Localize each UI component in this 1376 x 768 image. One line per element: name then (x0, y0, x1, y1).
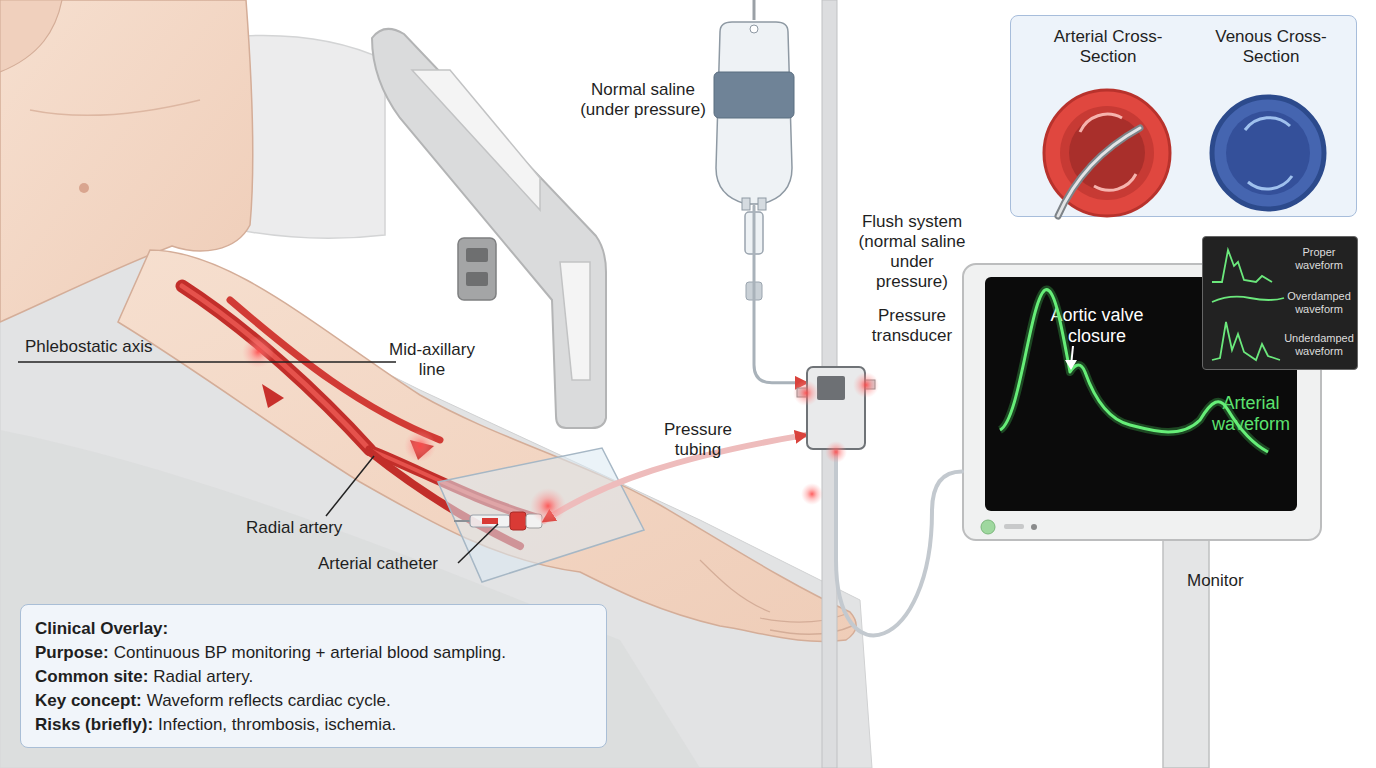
roller-clamp (746, 282, 762, 300)
overlay-key: Risks (briefly): (35, 715, 153, 734)
flow-arrow (410, 440, 434, 460)
glow-spot (242, 336, 274, 368)
overlay-line: Common site: Radial artery. (35, 665, 253, 689)
arterial-catheter: Arterial catheter (468, 508, 544, 534)
artery-highlight (182, 286, 370, 450)
transducer-port (797, 388, 807, 397)
cross-section-inset: Arterial Cross-Section Venous Cross-Secti… (1010, 15, 1357, 217)
phlebostatic-line (18, 361, 396, 363)
node-label: Arterial Cross-Section (1038, 27, 1178, 67)
overlay-value: Waveform reflects cardiac cycle. (147, 691, 391, 710)
rail-cutout (560, 262, 590, 380)
sheet-fold (0, 430, 700, 768)
glow-spot (801, 483, 823, 505)
hanger-hole (750, 25, 758, 33)
drip-chamber (745, 212, 763, 254)
pressure-cuff-band (714, 72, 794, 118)
bag-port (758, 198, 766, 210)
overlay-key: Key concept: (35, 691, 142, 710)
iv-bag: Normal saline (under pressure) (712, 18, 796, 206)
overlay-value: Infection, thrombosis, ischemia. (158, 715, 396, 734)
node-label: Pressure transducer (862, 306, 962, 346)
node-label: Overdamped waveform (1283, 290, 1355, 316)
node-label: Flush system (normal saline under pressu… (853, 212, 971, 292)
thumb-line (700, 560, 770, 612)
catheter-flash (482, 518, 498, 524)
monitor-cable (836, 450, 962, 635)
node-label: Arterial catheter (318, 554, 468, 574)
catheter-cap (526, 514, 542, 528)
edge-label: Pressure tubing (656, 420, 740, 460)
transparent-dressing (438, 448, 644, 582)
shape-outline (712, 18, 796, 206)
node-label: Aortic valve closure (1027, 305, 1167, 347)
node-label: Proper waveform (1283, 246, 1355, 272)
bag-port (742, 198, 750, 210)
bed-rail (372, 29, 606, 428)
iv-tubing (754, 206, 806, 383)
control-button (466, 272, 488, 286)
overlay-line: Clinical Overlay: (35, 617, 173, 641)
bed-control-panel (458, 238, 496, 300)
node-label: Venous Cross-Section (1201, 27, 1341, 67)
artery-trunk (182, 286, 370, 450)
catheter-hub (510, 512, 526, 530)
overlay-value: Radial artery. (153, 667, 253, 686)
node-label: Arterial waveform (1207, 393, 1295, 435)
node-label: Monitor (1187, 571, 1277, 591)
catheter-needle (454, 520, 470, 522)
pressure-transducer: Flush system (normal saline under pressu… (806, 366, 866, 450)
overlay-key: Purpose: (35, 643, 109, 662)
shape-outline (468, 508, 544, 534)
patient-arm (118, 250, 856, 641)
waveform-inset: Proper waveformOverdamped waveformUnderd… (1202, 236, 1358, 370)
finger-line (770, 626, 852, 634)
patient-chin (0, 0, 62, 72)
overlay-value: Continuous BP monitoring + arterial bloo… (114, 643, 506, 662)
part-label: Radial artery (246, 518, 376, 538)
brachial-branch (230, 300, 440, 440)
catheter-barrel (470, 515, 510, 527)
clinical-overlay-box: Clinical Overlay: Purpose: Continuous BP m… (20, 604, 607, 748)
nipple (79, 183, 89, 193)
leader-line (458, 524, 498, 563)
overlay-line: Key concept: Waveform reflects cardiac cy… (35, 689, 391, 713)
shape-outline (806, 366, 866, 450)
overlay-key: Clinical Overlay: (35, 619, 168, 638)
axis-label: Phlebostatic axis (25, 337, 195, 357)
clavicle-line (30, 100, 200, 115)
overlay-line: Risks (briefly): Infection, thrombosis, i… (35, 713, 396, 737)
glow-spot (404, 430, 436, 462)
node-label: Underdamped waveform (1283, 332, 1355, 358)
transducer-body (807, 367, 865, 449)
overlay-key: Common site: (35, 667, 148, 686)
control-button (466, 248, 488, 262)
rail-cutout (412, 70, 540, 210)
leader-line (326, 456, 374, 516)
node-label: Normal saline (under pressure) (568, 80, 718, 120)
transducer-port (865, 380, 875, 389)
bag-hook (753, 0, 756, 20)
overlay-line: Purpose: Continuous BP monitoring + arter… (35, 641, 506, 665)
flow-arrow (262, 384, 284, 408)
transducer-window (817, 376, 845, 400)
axis-label: Mid-axillary line (380, 340, 484, 380)
